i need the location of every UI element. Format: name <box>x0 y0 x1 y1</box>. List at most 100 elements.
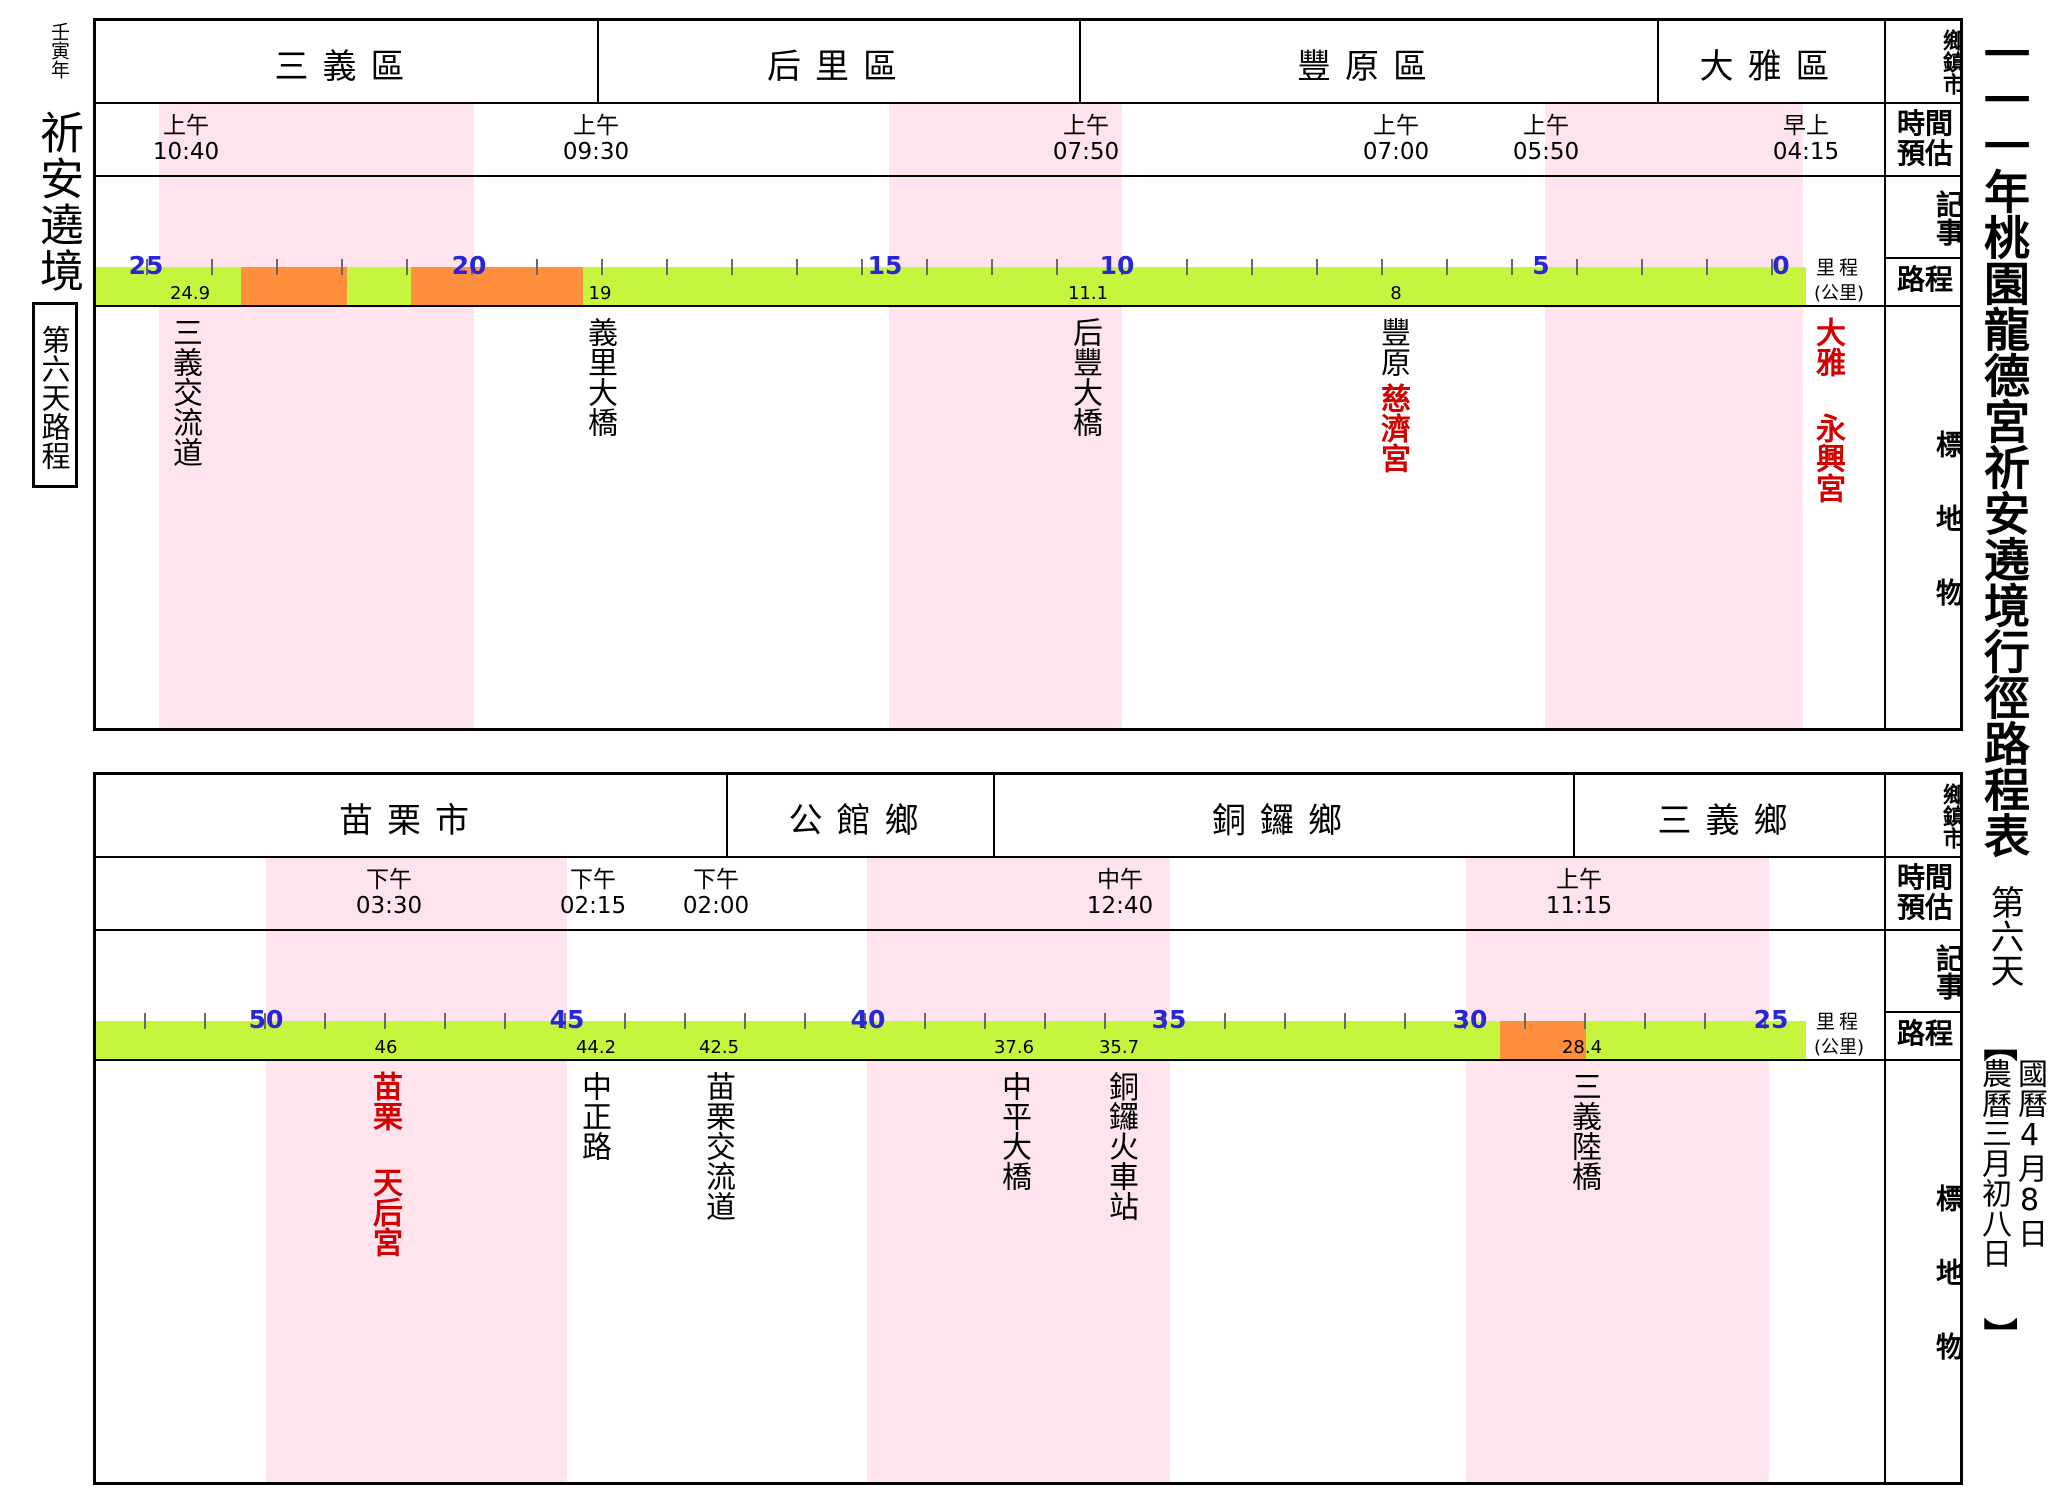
tick-mark <box>146 259 148 275</box>
sidebar-year: 壬寅年 <box>48 22 70 79</box>
district-divider <box>1573 775 1575 856</box>
time-band <box>1466 857 1769 1482</box>
landmark: 豐原 <box>1375 317 1410 377</box>
tick-mark <box>1446 259 1448 275</box>
district-divider <box>726 775 728 856</box>
km-value: 8 <box>1390 283 1402 304</box>
landmark: 苗栗交流道 <box>700 1071 735 1221</box>
row-divider <box>1884 1011 1960 1013</box>
tick-mark <box>861 259 863 275</box>
km-label: 40 <box>850 1005 886 1034</box>
row-divider <box>96 175 1960 177</box>
district-name: 苗栗市 <box>339 801 483 841</box>
tick-mark <box>1284 1013 1286 1029</box>
row-divider <box>96 305 1960 307</box>
tick-row <box>96 1013 1806 1029</box>
tick-mark <box>536 259 538 275</box>
row-label-route: 路程 <box>1896 263 1953 296</box>
km-value: 37.6 <box>993 1037 1035 1058</box>
tick-mark <box>744 1013 746 1029</box>
district-divider <box>1657 21 1659 102</box>
sidebar-day-box: 第六天路程 <box>32 302 78 488</box>
tick-mark <box>1704 1013 1706 1029</box>
km-value: 24.9 <box>169 283 211 304</box>
km-value: 28.4 <box>1561 1037 1603 1058</box>
landmark: 三義交流道 <box>167 317 202 467</box>
time-band <box>159 103 474 728</box>
tick-mark <box>624 1013 626 1029</box>
tick-mark <box>384 1013 386 1029</box>
mileage-label: 里程 <box>1816 1011 1863 1033</box>
district-name: 三義鄉 <box>1657 801 1802 841</box>
segment-highlight <box>1500 1021 1586 1059</box>
landmark: 中平大橋 <box>996 1071 1031 1191</box>
km-label: 10 <box>1099 251 1135 280</box>
tick-mark <box>144 1013 146 1029</box>
tick-mark <box>684 1013 686 1029</box>
district-name: 豐原區 <box>1297 47 1441 87</box>
landmark: 三義陸橋 <box>1566 1071 1601 1191</box>
km-label: 25 <box>1753 1005 1789 1034</box>
tick-mark <box>1381 259 1383 275</box>
tick-mark <box>1576 259 1578 275</box>
tick-mark <box>1524 1013 1526 1029</box>
landmark-temple: 大雅 <box>1810 317 1845 377</box>
mileage-label: 里程 <box>1816 257 1863 279</box>
row-divider <box>96 856 1960 858</box>
tick-mark <box>276 259 278 275</box>
district-name: 銅鑼鄉 <box>1212 801 1356 841</box>
district-name: 后里區 <box>767 47 911 87</box>
row-label-landmarks: 標地物 <box>1932 430 1963 652</box>
tick-mark <box>341 259 343 275</box>
km-label: 5 <box>1532 251 1550 280</box>
day-label: 第六天 <box>1984 885 2024 987</box>
district-divider <box>597 21 599 102</box>
tick-mark <box>504 1013 506 1029</box>
district-name: 三義區 <box>274 47 419 87</box>
row-label-notes: 記事 <box>1932 190 1963 246</box>
district-name: 公館鄉 <box>788 801 933 841</box>
tick-mark <box>1121 259 1123 275</box>
tick-mark <box>864 1013 866 1029</box>
tick-row <box>96 259 1806 275</box>
mileage-unit: (公里) <box>1814 283 1865 304</box>
tick-mark <box>1164 1013 1166 1029</box>
date-bracket-close: 】 <box>1978 1317 2019 1352</box>
tick-mark <box>1404 1013 1406 1029</box>
tick-mark <box>1641 259 1643 275</box>
landmark-temple: 慈濟宮 <box>1375 383 1410 473</box>
column-divider <box>1884 21 1886 728</box>
row-divider <box>96 1059 1960 1061</box>
tick-mark <box>666 259 668 275</box>
tick-mark <box>601 259 603 275</box>
tick-mark <box>731 259 733 275</box>
tick-mark <box>924 1013 926 1029</box>
tick-mark <box>1771 259 1773 275</box>
km-label: 20 <box>451 251 487 280</box>
row-divider <box>96 102 1960 104</box>
km-label: 45 <box>549 1005 585 1034</box>
row-label-route: 路程 <box>1896 1017 1953 1050</box>
km-label: 50 <box>248 1005 284 1034</box>
landmark: 銅鑼火車站 <box>1103 1071 1138 1221</box>
tick-mark <box>1056 259 1058 275</box>
time-band <box>1545 103 1803 728</box>
tick-mark <box>211 259 213 275</box>
sidebar-title: 祈安遶境 <box>32 110 83 294</box>
date-bracket-open: 【 <box>1978 1027 2019 1062</box>
km-label: 35 <box>1151 1005 1187 1034</box>
tick-mark <box>1511 259 1513 275</box>
main-title: 一一一年桃園龍德宮祈安遶境行徑路程表 <box>1977 30 2031 858</box>
tick-mark <box>804 1013 806 1029</box>
time-band <box>889 103 1122 728</box>
